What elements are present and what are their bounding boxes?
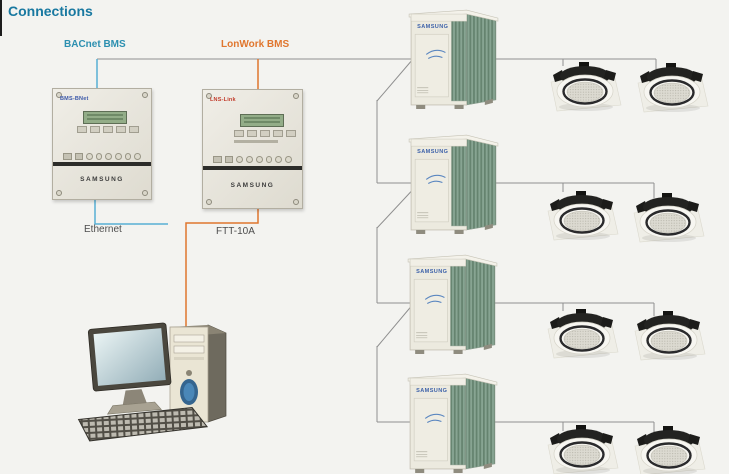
cassette-unit-3a [543, 307, 621, 361]
gateway-ports [63, 153, 141, 160]
lonworks-ftt10a-cables [185, 59, 259, 332]
title-edge-mark [0, 0, 2, 36]
cassette-unit-2a [543, 189, 621, 243]
screw-icon [56, 190, 62, 196]
gateway-brand-text: SAMSUNG [230, 182, 275, 189]
cassette-unit-1b [633, 61, 711, 115]
bacnet-bms-label: BACnet BMS [64, 39, 126, 50]
gateway-buttons [77, 126, 139, 133]
pc-monitor [87, 322, 172, 415]
screw-icon [56, 92, 62, 98]
lonwork-bms-label: LonWork BMS [221, 39, 290, 50]
screw-icon [293, 93, 299, 99]
bacnet-ethernet-cables [94, 59, 168, 225]
pc-keyboard [77, 406, 209, 442]
ethernet-cable-label: Ethernet [84, 224, 122, 235]
outdoor-unit-4 [403, 371, 500, 474]
screw-icon [142, 92, 148, 98]
gateway-buttons [234, 130, 296, 137]
cassette-unit-4b [630, 424, 708, 474]
cassette-unit-1a [546, 60, 624, 114]
gateway-model-badge: BMS-BNet [60, 96, 89, 102]
lcd-display [83, 111, 127, 124]
gateway-stripe [203, 166, 302, 170]
lcd-display [240, 114, 284, 127]
outdoor-unit-1 [404, 7, 501, 110]
cassette-unit-2b [629, 191, 707, 245]
network-trunk-lines [97, 58, 657, 437]
bms-workstation [75, 316, 235, 448]
screw-icon [206, 93, 212, 99]
bacnet-gateway-unit: BMS-BNet SAMSUNG [52, 88, 152, 200]
gateway-model-badge: LNS-Link [210, 97, 236, 103]
gateway-ports [213, 156, 292, 163]
gateway-brand-text: SAMSUNG [80, 176, 124, 183]
gateway-label-row [234, 140, 278, 143]
lonworks-gateway-unit: LNS-Link SAMSUNG [202, 89, 303, 209]
screw-icon [206, 199, 212, 205]
page-title: Connections [8, 3, 93, 19]
cassette-unit-4a [543, 423, 621, 474]
outdoor-unit-3 [403, 252, 500, 355]
cassette-unit-3b [630, 309, 708, 363]
screw-icon [293, 199, 299, 205]
screw-icon [142, 190, 148, 196]
gateway-stripe [53, 162, 151, 166]
ftt10a-cable-label: FTT-10A [216, 226, 255, 237]
outdoor-unit-2 [404, 132, 501, 235]
pc-tower [169, 324, 227, 423]
